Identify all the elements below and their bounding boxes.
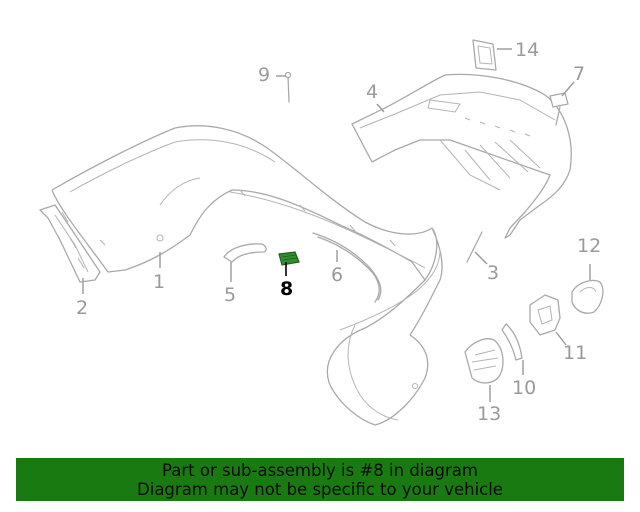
callout-13[interactable]: 13 (477, 403, 501, 425)
callout-5[interactable]: 5 (224, 284, 236, 306)
sensor-part[interactable] (549, 92, 569, 126)
callout-8[interactable]: 8 (280, 278, 293, 300)
highlighted-part-8[interactable] (278, 251, 300, 266)
curved-clip-part[interactable] (501, 323, 523, 361)
mount-bracket-part[interactable] (529, 294, 561, 336)
parts-diagram: 1 2 3 4 5 6 7 8 9 10 11 12 13 14 (39, 39, 604, 426)
cover-cap-part[interactable] (571, 279, 604, 314)
trim-clip-part[interactable] (223, 243, 267, 263)
grille-insert-part[interactable] (464, 338, 504, 384)
energy-absorber-part[interactable] (351, 73, 572, 239)
callout-4[interactable]: 4 (366, 81, 378, 103)
callout-12[interactable]: 12 (577, 235, 601, 257)
callout-9[interactable]: 9 (258, 64, 270, 86)
trim-rod-part[interactable] (466, 231, 483, 263)
callout-3[interactable]: 3 (487, 262, 499, 284)
callout-1[interactable]: 1 (153, 271, 165, 293)
callout-11[interactable]: 11 (563, 342, 587, 364)
banner-line-part-number: Part or sub-assembly is #8 in diagram (162, 460, 478, 480)
pin-part[interactable] (284, 71, 292, 103)
callout-6[interactable]: 6 (331, 264, 343, 286)
mounting-plate-part[interactable] (472, 39, 497, 71)
callout-10[interactable]: 10 (512, 377, 536, 399)
molding-strip-part[interactable] (312, 232, 382, 303)
callout-7[interactable]: 7 (573, 63, 585, 85)
info-banner: Part or sub-assembly is #8 in diagram Di… (16, 458, 624, 501)
callout-leaders (82, 48, 591, 402)
bumper-cover-part[interactable] (51, 125, 443, 426)
callout-2[interactable]: 2 (76, 297, 88, 319)
side-bracket-part[interactable] (39, 204, 101, 283)
callout-14[interactable]: 14 (515, 39, 539, 61)
callout-labels: 1 2 3 4 5 6 7 8 9 10 11 12 13 14 (76, 39, 601, 425)
banner-line-disclaimer: Diagram may not be specific to your vehi… (137, 479, 503, 499)
